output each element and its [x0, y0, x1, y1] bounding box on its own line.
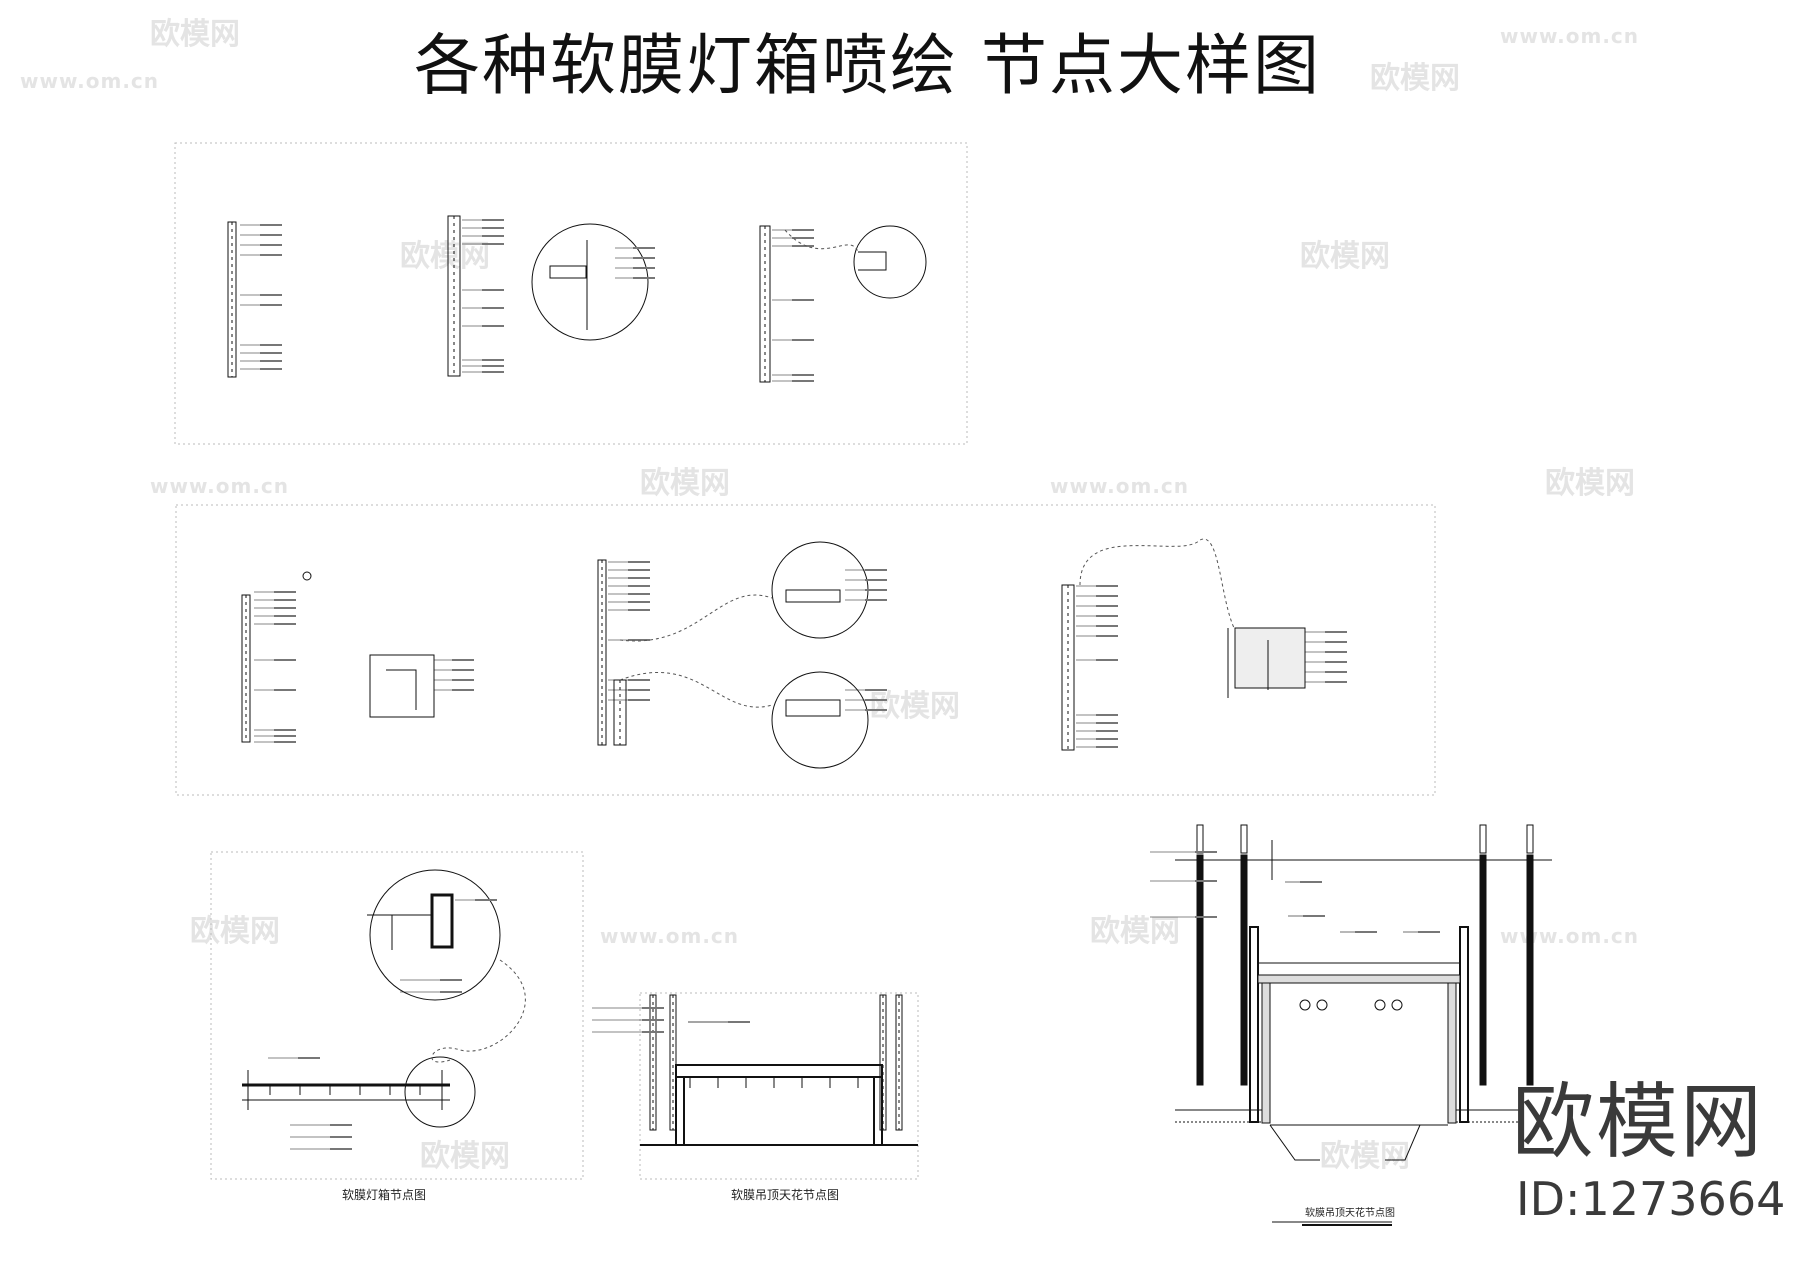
watermark-brand: 欧模网 [1090, 914, 1180, 949]
detail-callout-circle [1374, 999, 1386, 1011]
hanger-rod [1196, 854, 1204, 1086]
ceiling-frame [1447, 982, 1457, 1124]
panel-frame-4 [639, 992, 919, 1180]
cad-line [1227, 628, 1269, 698]
cad-line [367, 914, 432, 950]
logo-brand: 欧模网 [1512, 1075, 1765, 1170]
watermark-url: www.om.cn [1500, 24, 1640, 48]
watermark-url: www.om.cn [150, 474, 290, 498]
ceiling-frame [675, 1064, 883, 1078]
watermark-url: www.om.cn [600, 924, 740, 948]
hanger-rod [1479, 854, 1487, 1086]
watermark-brand: 欧模网 [420, 1139, 510, 1174]
caption-ceiling: 软膜吊顶天花节点图 [731, 1188, 840, 1202]
watermark-brand: 欧模网 [870, 689, 960, 724]
watermark-brand: 欧模网 [1370, 61, 1460, 96]
hanger-rod [1526, 854, 1534, 1086]
ceiling-frame [675, 1076, 685, 1146]
detail-box [1234, 627, 1306, 689]
caption-ceiling-large: 软膜吊顶天花节点图 [1305, 1208, 1395, 1219]
detail-callout-circle [404, 1056, 476, 1128]
detail-callout-circle [771, 671, 869, 769]
detail-callout-circle [853, 225, 927, 299]
leader-line [1269, 1124, 1421, 1161]
watermark-brand: 欧模网 [640, 466, 730, 501]
panel-frame-3 [210, 851, 584, 1180]
logo-id: ID:1273664 [1516, 1172, 1786, 1226]
watermark-url: www.om.cn [1500, 924, 1640, 948]
ceiling-frame [1459, 926, 1469, 1123]
hanger-rod-top [1526, 824, 1534, 854]
watermark-brand: 欧模网 [1545, 466, 1635, 501]
callout-leader [619, 672, 773, 708]
hanger-rod-top [1479, 824, 1487, 854]
hanger-rod [1240, 854, 1248, 1086]
light-fixture [386, 669, 417, 710]
callout-leader [784, 229, 859, 253]
detail-box [369, 654, 435, 718]
callout-leader [619, 594, 773, 642]
light-fixture [785, 699, 841, 717]
hanger-rod-top [1240, 824, 1248, 854]
detail-callout-circle [1316, 999, 1328, 1011]
watermark-brand: 欧模网 [190, 914, 280, 949]
watermark-url: www.om.cn [20, 69, 160, 93]
callout-leader [431, 959, 526, 1063]
ceiling-frame [873, 1076, 883, 1146]
detail-callout-circle [1299, 999, 1311, 1011]
detail-callout-circle [369, 869, 501, 1001]
panel-frame-1 [174, 142, 968, 445]
callout-leader [1079, 538, 1236, 631]
watermark-brand: 欧模网 [400, 239, 490, 274]
hanger-rod-top [1196, 824, 1204, 854]
watermark-brand: 欧模网 [150, 17, 240, 52]
watermark-brand: 欧模网 [1320, 1139, 1410, 1174]
watermark-brand: 欧模网 [1300, 239, 1390, 274]
light-fixture [785, 589, 841, 603]
light-fixture [858, 251, 887, 271]
page-title: 各种软膜灯箱喷绘 节点大样图 [414, 27, 1321, 104]
caption-lightbox: 软膜灯箱节点图 [342, 1188, 427, 1202]
detail-callout-circle [302, 571, 312, 581]
ceiling-frame [1249, 926, 1259, 1123]
watermark-url: www.om.cn [1050, 474, 1190, 498]
ceiling-frame [1257, 962, 1461, 976]
detail-callout-circle [531, 223, 649, 341]
light-fixture [549, 265, 587, 279]
caption-underline [1272, 1221, 1392, 1226]
light-fixture [430, 893, 454, 949]
detail-callout-circle [1391, 999, 1403, 1011]
ceiling-frame [1257, 974, 1461, 984]
ceiling-frame [1261, 982, 1271, 1124]
